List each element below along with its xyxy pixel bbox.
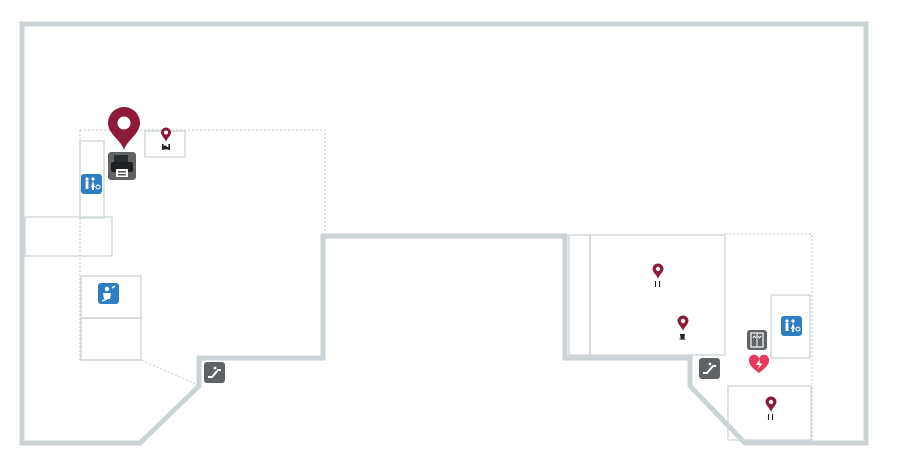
- elevator-icon[interactable]: [747, 330, 767, 350]
- cafe-pin-icon[interactable]: [677, 315, 689, 340]
- restroom-icon[interactable]: [81, 174, 102, 194]
- room-east-narrow: [568, 234, 591, 356]
- escalator-icon[interactable]: [699, 358, 720, 379]
- restaurant-pin-icon[interactable]: [652, 263, 664, 288]
- restaurant-pin-icon[interactable]: [765, 396, 777, 421]
- zone-west: [79, 129, 326, 385]
- room-west-corridor-block: [24, 216, 113, 257]
- rooms: [24, 130, 812, 441]
- room-restroom-east: [770, 294, 811, 359]
- west-wing-wall: [19, 21, 869, 446]
- zone-east: [725, 233, 813, 440]
- room-restaurant-south: [727, 385, 812, 441]
- printer-icon[interactable]: [108, 152, 136, 180]
- selected-location-pin-icon[interactable]: [108, 107, 140, 150]
- escalator-icon[interactable]: [204, 362, 225, 383]
- bed-store-pin-icon[interactable]: [161, 127, 171, 151]
- defibrillator-icon[interactable]: [748, 354, 770, 373]
- room-south-west: [80, 317, 142, 361]
- building-outline: [19, 21, 869, 446]
- zones: [79, 129, 813, 440]
- baby-changing-icon[interactable]: [98, 283, 119, 304]
- room-restaurant-large: [589, 234, 726, 356]
- restroom-icon[interactable]: [781, 316, 802, 336]
